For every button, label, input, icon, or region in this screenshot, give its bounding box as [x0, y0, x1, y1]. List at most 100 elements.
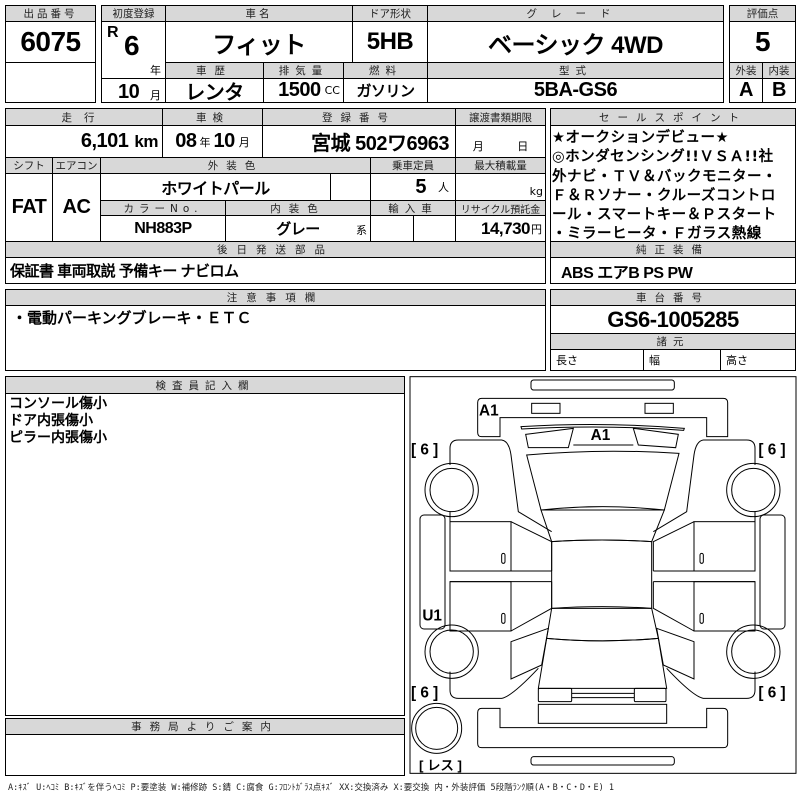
- displacement-cell: 1500 CC: [263, 78, 344, 103]
- int-color-cell: グレー 系: [225, 215, 371, 242]
- rear-bumper: [477, 707, 729, 749]
- door-type: 5HB: [352, 21, 428, 63]
- recycle-cell: 14,730 円: [455, 215, 546, 242]
- first-reg-cell: R 6 年 10 月: [101, 21, 166, 103]
- sales-line: ール・スマートキー＆Ｐスタート: [552, 207, 777, 224]
- ext-color: ホワイトパール: [100, 173, 331, 201]
- headlight-right: [644, 402, 674, 414]
- inspector-box: コンソール傷小 ドア内張傷小 ピラー内張傷小: [5, 393, 405, 716]
- ext-color-label: 外装色: [100, 157, 371, 174]
- air-conditioner: AC: [52, 173, 101, 242]
- displacement-label: 排気量: [263, 62, 344, 79]
- capacity-cell: 5 人: [370, 173, 456, 201]
- roof: [551, 539, 653, 609]
- inspection-year: 08: [175, 130, 197, 152]
- grade: ベーシック 4WD: [427, 21, 724, 63]
- first-reg-month: 10: [118, 81, 140, 103]
- sales-line: ・ミラーヒータ・Ｆガラス熱線: [552, 226, 762, 243]
- fuel-label: 燃料: [343, 62, 428, 79]
- first-reg-era: R: [107, 24, 119, 41]
- recycle-unit: 円: [531, 222, 542, 236]
- spec-height: 高さ: [720, 349, 796, 371]
- rear-glass: [546, 607, 659, 642]
- transfer-day-unit: 日: [517, 140, 529, 153]
- front-bumper-mark: A1: [479, 403, 499, 420]
- max-load-unit: kg: [455, 173, 546, 201]
- model: 5BA-GS6: [427, 78, 724, 103]
- first-reg-year-unit: 年: [150, 64, 161, 77]
- inspection-year-unit: 年: [199, 135, 211, 149]
- first-reg-month-unit: 月: [150, 89, 161, 102]
- car-name: フィット: [165, 21, 353, 63]
- inspection-label: 車検: [162, 108, 263, 126]
- rear-bar: [530, 756, 675, 766]
- equipment-label: 純正装備: [550, 241, 796, 258]
- front-bumper: [477, 397, 729, 438]
- inspection-month-unit: 月: [238, 135, 250, 149]
- windshield: [540, 509, 666, 543]
- transfer-cell: 月 日: [455, 125, 546, 158]
- lot-number: 6075: [5, 21, 96, 63]
- max-load-label: 最大積載量: [455, 157, 546, 174]
- plate-label: 登録番号: [262, 108, 456, 126]
- grade-label: グレード: [427, 5, 724, 22]
- inspection-month: 10: [213, 130, 236, 152]
- inspector-notes: コンソール傷小 ドア内張傷小 ピラー内張傷小: [9, 396, 107, 447]
- sales-points-text: ★オークションデビュー★ ◎ホンダセンシング!!ＶＳＡ!!社 外ナビ・ＴＶ＆バッ…: [552, 129, 777, 245]
- model-label: 型式: [427, 62, 724, 79]
- inspector-label: 検査員記入欄: [5, 376, 405, 394]
- front-pane-right: [632, 427, 679, 449]
- transfer-label: 譲渡書類期限: [455, 108, 546, 126]
- first-reg-label: 初度登録: [101, 5, 166, 22]
- tire-icons: [411, 462, 781, 754]
- color-no-label: カラーNo.: [100, 200, 226, 216]
- int-score-label: 内装: [762, 62, 796, 79]
- displacement-unit: CC: [324, 84, 340, 97]
- taillight-right: [633, 687, 667, 703]
- later-parts: 保証書 車両取説 予備キー ナビロム: [5, 257, 546, 284]
- front-pane-left: [525, 427, 575, 449]
- left-side: [419, 439, 553, 699]
- spec-width: 幅: [643, 349, 721, 371]
- import-label: 輸入車: [370, 200, 456, 216]
- history: レンタ: [165, 78, 264, 103]
- sales-points-label: セールスポイント: [550, 108, 796, 126]
- front-edge: [520, 424, 686, 431]
- history-label: 車歴: [165, 62, 264, 79]
- notes-label: 注意事項欄: [5, 289, 546, 306]
- int-score: B: [762, 78, 796, 103]
- inspector-line: ピラー内張傷小: [9, 430, 107, 446]
- ac-label: エアコン: [52, 157, 101, 174]
- inspector-line: コンソール傷小: [9, 396, 107, 412]
- capacity-label: 乗車定員: [370, 157, 456, 174]
- first-reg-year: 6: [124, 30, 140, 61]
- later-parts-label: 後日発送部品: [5, 241, 546, 258]
- taillight-left: [537, 687, 573, 703]
- vehicle-diagram: A1 A1 U1 [ 6 ] [ 6 ] [ 6 ] [ 6 ] [ レス ]: [409, 376, 797, 774]
- chassis-label: 車台番号: [550, 289, 796, 306]
- capacity: 5: [415, 175, 426, 198]
- tire-fl-tread: [ 6 ]: [411, 441, 438, 458]
- import-cell-1: [370, 215, 414, 242]
- right-side: [652, 439, 786, 699]
- headlight-left: [531, 402, 561, 414]
- displacement: 1500: [278, 79, 321, 101]
- shift: FAT: [5, 173, 53, 242]
- spec-length: 長さ: [550, 349, 644, 371]
- windshield-mark: A1: [591, 427, 611, 444]
- chassis-number: GS6-1005285: [550, 305, 796, 334]
- inspection-cell: 08 年 10 月: [162, 125, 263, 158]
- lot-blank: [5, 62, 96, 103]
- sales-line: ◎ホンダセンシング!!ＶＳＡ!!社: [552, 149, 774, 166]
- sales-line: ★オークションデビュー★: [552, 130, 729, 146]
- tire-rr-tread: [ 6 ]: [758, 685, 785, 702]
- trunk: [537, 637, 668, 689]
- car-name-label: 車名: [165, 5, 353, 22]
- tire-rl-tread: [ 6 ]: [411, 685, 438, 702]
- recycle-label: リサイクル預託金: [455, 200, 546, 216]
- front-bar: [530, 379, 675, 391]
- diagram-frame: [409, 376, 797, 774]
- int-color-unit: 系: [356, 224, 367, 237]
- score: 5: [729, 21, 796, 63]
- ext-color-blank: [330, 173, 371, 201]
